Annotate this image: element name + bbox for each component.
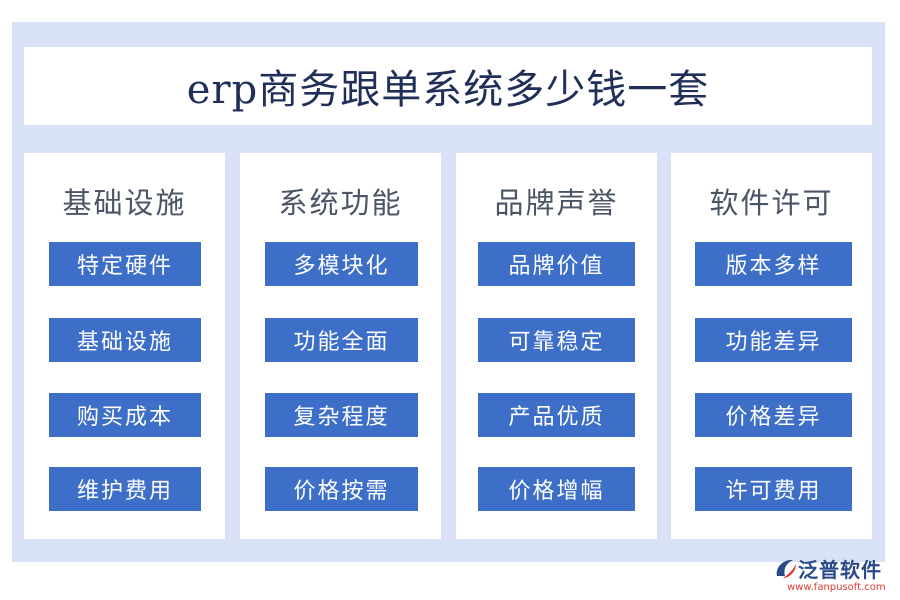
- column-item: 价格按需: [265, 467, 418, 511]
- column-item: 版本多样: [695, 242, 852, 286]
- column-title: 软件许可: [709, 186, 834, 220]
- column-item: 功能差异: [695, 318, 852, 362]
- column-item: 价格差异: [695, 393, 852, 437]
- column-item: 购买成本: [49, 393, 201, 437]
- column-item: 产品优质: [478, 393, 635, 437]
- fanpu-logo: 泛普软件 www.fanpusoft.com: [773, 552, 898, 598]
- column-system-functions: 系统功能 多模块化 功能全面 复杂程度 价格按需: [240, 153, 441, 539]
- column-infrastructure: 基础设施 特定硬件 基础设施 购买成本 维护费用: [24, 153, 225, 539]
- column-item: 多模块化: [265, 242, 418, 286]
- column-item: 功能全面: [265, 318, 418, 362]
- logo-url: www.fanpusoft.com: [787, 582, 886, 593]
- column-item: 许可费用: [695, 467, 852, 511]
- column-title: 系统功能: [278, 186, 403, 220]
- column-brand-reputation: 品牌声誉 品牌价值 可靠稳定 产品优质 价格增幅: [456, 153, 657, 539]
- column-item: 维护费用: [49, 467, 201, 511]
- column-item: 基础设施: [49, 318, 201, 362]
- column-item: 特定硬件: [49, 242, 201, 286]
- column-item: 品牌价值: [478, 242, 635, 286]
- title-banner: erp商务跟单系统多少钱一套: [24, 47, 872, 125]
- logo-name: 泛普软件: [798, 558, 882, 582]
- column-title: 基础设施: [62, 186, 187, 220]
- column-software-license: 软件许可 版本多样 功能差异 价格差异 许可费用: [671, 153, 872, 539]
- column-item: 价格增幅: [478, 467, 635, 511]
- fanpu-logo-icon: [776, 559, 796, 578]
- diagram-title: erp商务跟单系统多少钱一套: [186, 67, 710, 113]
- column-item: 复杂程度: [265, 393, 418, 437]
- column-item: 可靠稳定: [478, 318, 635, 362]
- column-title: 品牌声誉: [494, 186, 619, 220]
